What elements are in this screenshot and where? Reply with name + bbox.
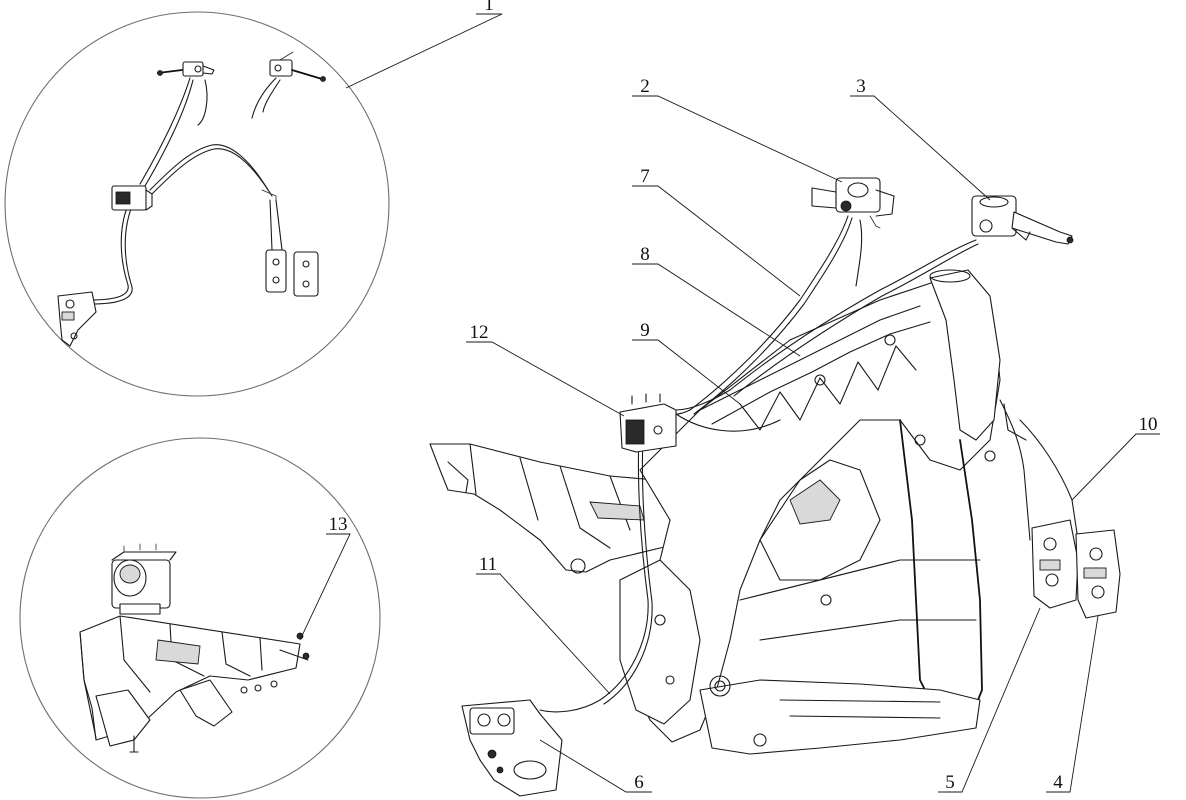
front-caliper-right: [1075, 529, 1121, 619]
rear-caliper: [461, 699, 563, 797]
right-master-cylinder: [971, 195, 1074, 245]
detail-view-abs-mount: [19, 437, 381, 799]
abs-modulator: [111, 543, 177, 615]
callout-6: 6: [634, 772, 644, 793]
motorcycle-frame: [429, 269, 1001, 755]
callout-2: 2: [640, 76, 650, 97]
detail-abs-module: [111, 185, 153, 211]
callout-13: 13: [329, 514, 348, 535]
detail-right-master-cylinder: [269, 51, 326, 82]
detail-view-1-frame: [4, 11, 390, 397]
callout-5: 5: [945, 772, 955, 793]
callout-9: 9: [640, 320, 650, 341]
callout-10: 10: [1139, 414, 1158, 435]
left-master-cylinder: [811, 177, 895, 229]
callout-1: 1: [484, 0, 494, 15]
callout-4: 4: [1053, 772, 1063, 793]
detail-rear-caliper: [57, 291, 97, 347]
abs-module: [619, 393, 677, 453]
callout-leaders: [299, 13, 1160, 793]
front-caliper-left: [1031, 519, 1079, 609]
detail-view-2-frame: [19, 437, 381, 799]
rear-subframe: [429, 443, 715, 573]
callout-7: 7: [640, 166, 650, 187]
callout-12: 12: [470, 322, 489, 343]
detail-left-master-cylinder: [157, 61, 215, 77]
callout-11: 11: [479, 554, 497, 575]
abs-subframe: [79, 615, 310, 753]
callout-3: 3: [856, 76, 866, 97]
detail-brake-hoses: [89, 77, 283, 305]
detail-front-calipers: [261, 189, 319, 297]
callout-8: 8: [640, 244, 650, 265]
steering-head: [929, 269, 1001, 441]
detail-view-brake-lines: [4, 11, 390, 397]
